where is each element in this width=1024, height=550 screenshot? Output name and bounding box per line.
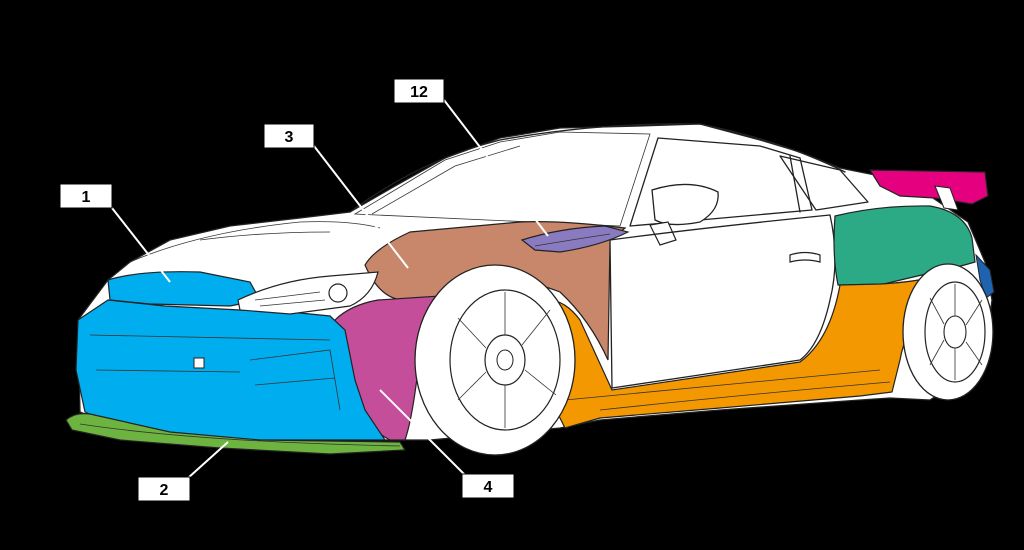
- rear-wheel: [902, 263, 994, 401]
- callout-text-1: 1: [82, 189, 91, 206]
- leader-line-1: [111, 207, 171, 283]
- callout-label-12: 12: [393, 78, 445, 104]
- leader-line-3: [313, 145, 409, 269]
- hood-vent: [107, 271, 261, 307]
- callout-label-1: 1: [59, 183, 113, 209]
- callout-label-4: 4: [461, 473, 515, 499]
- callout-label-2: 2: [137, 476, 191, 502]
- callout-text-12: 12: [410, 84, 428, 101]
- front-wheel: [414, 264, 576, 456]
- callout-text-4: 4: [484, 479, 493, 496]
- rear-bumper: [975, 253, 995, 299]
- callout-text-2: 2: [160, 482, 169, 499]
- leader-line-12: [443, 99, 549, 237]
- callout-text-3: 3: [285, 129, 294, 146]
- leader-line-4: [379, 389, 467, 477]
- leader-lines: [111, 99, 549, 479]
- rear-wing: [868, 169, 989, 211]
- headlight: [237, 271, 379, 315]
- callout-label-3: 3: [263, 123, 315, 149]
- leader-line-2: [187, 441, 229, 479]
